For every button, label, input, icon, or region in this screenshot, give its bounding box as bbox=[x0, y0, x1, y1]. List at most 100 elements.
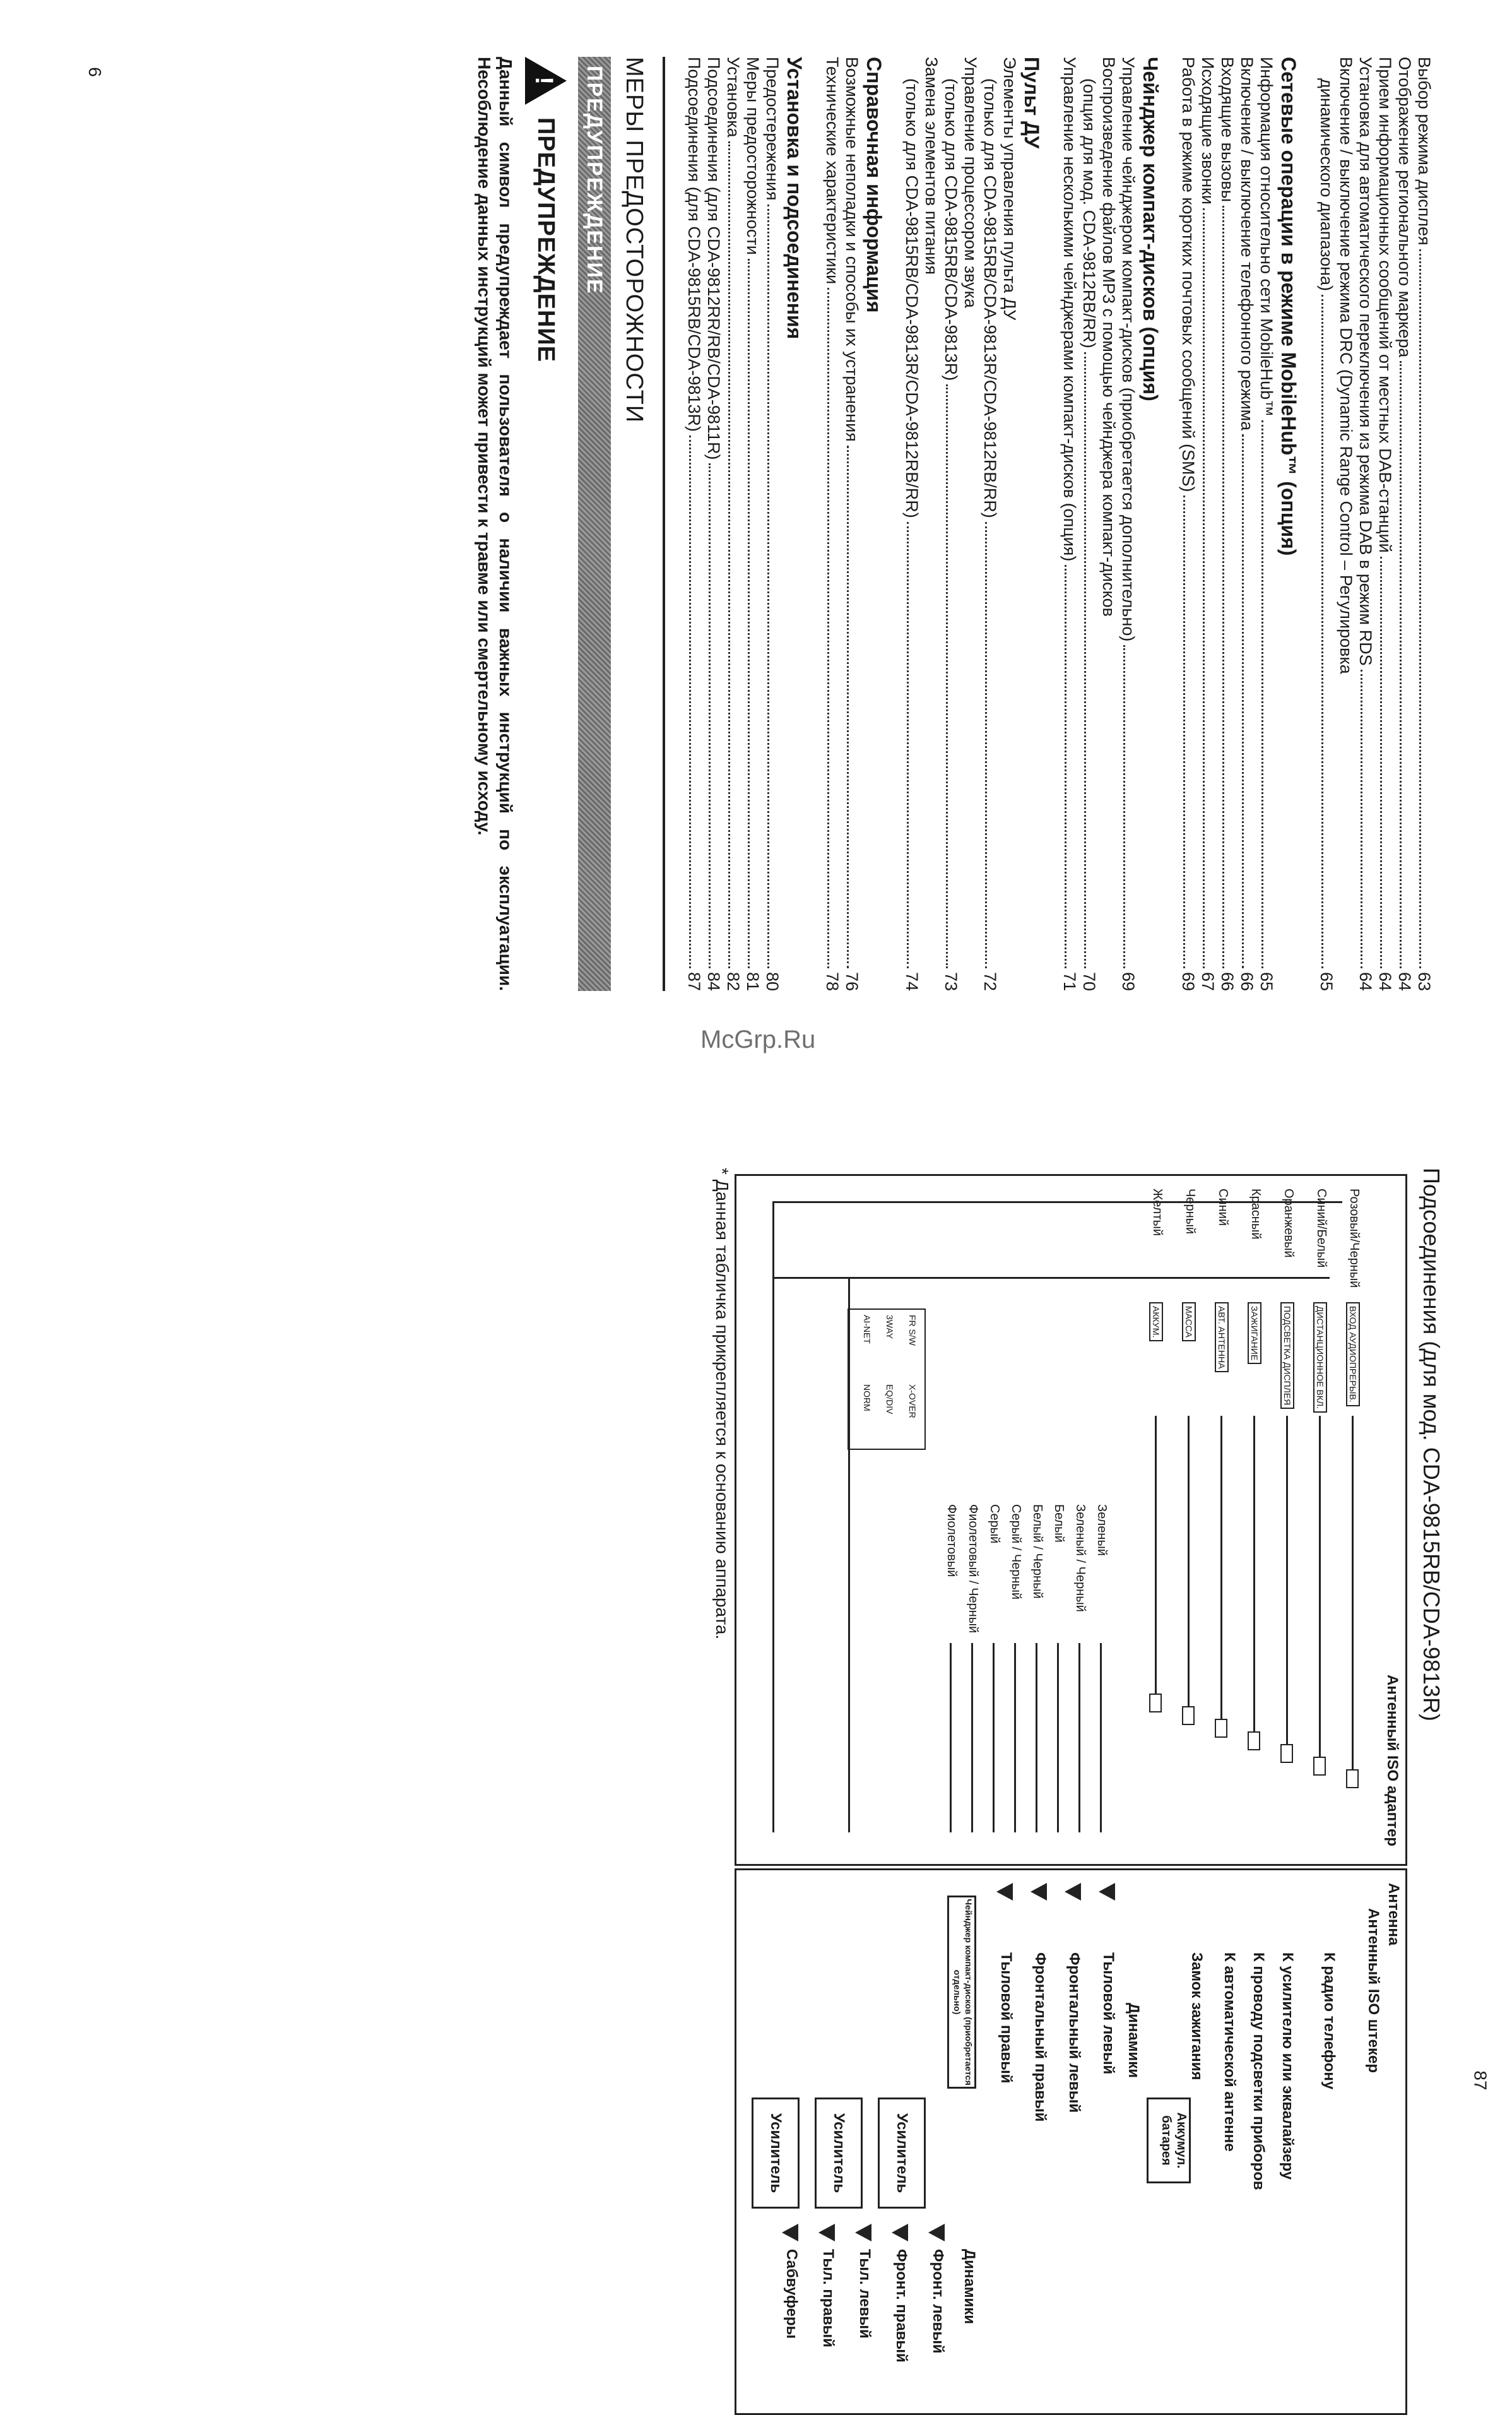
speaker-label: Фронтальный правый bbox=[1032, 1952, 1049, 2122]
toc-entry-page: 70 bbox=[1080, 971, 1099, 991]
warning-header: ПРЕДУПРЕЖДЕНИЕ bbox=[525, 57, 567, 991]
wire-line bbox=[774, 1277, 1330, 1279]
toc-entry: динамического диапазона)65 bbox=[1316, 57, 1336, 991]
speaker-wire-label: Фиолетовый / Черный bbox=[966, 1504, 980, 1634]
wiring-diagram-page: Подсоединения (для мод. CDA-9815RB/CDA-9… bbox=[151, 1168, 1445, 2415]
wire-function-tag: АВТ. АНТЕННА bbox=[1215, 1302, 1229, 1373]
toc-entry-page: 66 bbox=[1237, 971, 1256, 991]
amp-speaker-label: Фронт. правый bbox=[893, 2249, 910, 2363]
toc-entry-page: 78 bbox=[823, 971, 842, 991]
amp-eq-label: К усилителю или эквалайзеру bbox=[1279, 1952, 1296, 2180]
toc-leader-dots bbox=[1400, 361, 1402, 968]
wire-line bbox=[848, 1277, 850, 1832]
wire-line bbox=[1100, 1643, 1102, 1832]
speaker-icon bbox=[928, 2224, 945, 2241]
toc-section-heading: Пульт ДУ bbox=[1020, 57, 1043, 149]
toc-entry: Прием информационных сообщений от местны… bbox=[1375, 57, 1395, 991]
amp-speakers-title: Динамики bbox=[961, 2249, 978, 2324]
toc-entry-title: Исходящие звонки bbox=[1198, 57, 1217, 205]
switch-label: AI-NET bbox=[862, 1315, 872, 1344]
toc-leader-dots bbox=[1321, 295, 1323, 968]
toc-entry-title: Предостережения bbox=[763, 57, 782, 201]
toc-entry: Замена элементов питания bbox=[921, 57, 941, 991]
toc-entry-title: Элементы управления пульта ДУ bbox=[1000, 57, 1019, 321]
toc-entry-page: 64 bbox=[1395, 971, 1414, 991]
toc-entry-title: Установка bbox=[724, 57, 743, 138]
wire-line bbox=[971, 1643, 973, 1832]
toc-entry-title: Установка для автоматического переключен… bbox=[1356, 57, 1375, 666]
toc-sections: Сетевые операции в режиме MobileHub™ (оп… bbox=[684, 57, 1301, 991]
toc-entry: Возможные неполадки и способы их устране… bbox=[842, 57, 861, 991]
toc-entry: Подсоединения (для CDA-9815RB/CDA-9813R)… bbox=[684, 57, 704, 991]
toc-entry-page: 74 bbox=[902, 971, 921, 991]
connector-plug bbox=[1280, 1744, 1293, 1763]
ignition-label: Замок зажигания bbox=[1188, 1952, 1205, 2080]
toc-entry-title: Возможные неполадки и способы их устране… bbox=[842, 57, 861, 442]
toc-leader-dots bbox=[907, 521, 909, 968]
toc-entry: Элементы управления пульта ДУ bbox=[1000, 57, 1019, 991]
toc-leader-dots bbox=[1380, 556, 1382, 968]
wire-line bbox=[993, 1643, 995, 1832]
toc-entry-title: Работа в режиме коротких почтовых сообще… bbox=[1179, 57, 1198, 492]
wire-color-label: Оранжевый bbox=[1282, 1189, 1296, 1258]
diagram-right-frame: Антенна Антенный ISO штекер К радио теле… bbox=[735, 1868, 1407, 2415]
amplifier-box: Усилитель bbox=[752, 2098, 800, 2209]
precautions-title: МЕРЫ ПРЕДОСТОРОЖНОСТИ bbox=[621, 57, 647, 424]
speakers-title: Динамики bbox=[1125, 2003, 1142, 2078]
wire-line bbox=[1014, 1643, 1016, 1832]
toc-leader-dots bbox=[1419, 249, 1421, 968]
toc-entry-title: Прием информационных сообщений от местны… bbox=[1376, 57, 1395, 553]
wire-line bbox=[1319, 1416, 1321, 1757]
speaker-wire-label: Белый bbox=[1052, 1504, 1066, 1543]
toc-entry-title: Воспроизведение файлов MP3 с помощью чей… bbox=[1099, 57, 1118, 617]
toc-entry-title: Выбор режима дисплея bbox=[1415, 57, 1434, 246]
toc-entry: (только для CDA-9815RB/CDA-9813R/CDA-981… bbox=[902, 57, 921, 991]
toc-entry-page: 81 bbox=[743, 971, 762, 991]
speaker-icon bbox=[855, 2224, 871, 2241]
dimmer-label: К проводу подсветки приборов bbox=[1250, 1952, 1267, 2190]
wire-color-label: Черный bbox=[1183, 1189, 1197, 1235]
auto-antenna-label: К автоматической антенне bbox=[1221, 1952, 1238, 2152]
connector-plug bbox=[1215, 1719, 1227, 1738]
toc-entry-title: Подсоединения (для CDA-9812RR/RB/CDA-981… bbox=[704, 57, 723, 460]
toc-leader-dots bbox=[1261, 420, 1263, 968]
toc-leader-dots bbox=[1084, 352, 1086, 968]
toc-leader-dots bbox=[1065, 565, 1066, 968]
toc-entry: Работа в режиме коротких почтовых сообще… bbox=[1178, 57, 1198, 991]
speaker-icon bbox=[782, 2224, 798, 2241]
speaker-label: Тыловой левый bbox=[1100, 1952, 1117, 2075]
wire-function-tag: ВХОД АУДИОПРЕРЫВ. bbox=[1346, 1302, 1360, 1406]
toc-entry-page: 76 bbox=[842, 971, 861, 991]
wire-line bbox=[1352, 1416, 1354, 1769]
toc-entry: Отображение регионального маркера 64 bbox=[1395, 57, 1414, 991]
battery-box: Аккумул. батарея bbox=[1147, 2098, 1191, 2183]
toc-entry-title: Отображение регионального маркера bbox=[1395, 57, 1414, 358]
watermark-text: McGrp.Ru bbox=[700, 1026, 816, 1053]
speaker-wire-label: Зеленый bbox=[1095, 1504, 1109, 1556]
connector-plug bbox=[1346, 1769, 1359, 1788]
speaker-icon bbox=[996, 1883, 1013, 1901]
toc-entry-title: Управление несколькими чейнджерами компа… bbox=[1060, 57, 1079, 562]
toc-entry: Включение / выключение режима DRC (Dynam… bbox=[1336, 57, 1355, 991]
toc-entry: Включение / выключение телефонного режим… bbox=[1237, 57, 1256, 991]
speaker-wire-label: Зеленый / Черный bbox=[1073, 1504, 1087, 1612]
wire-line bbox=[1036, 1643, 1037, 1832]
wire-line bbox=[1078, 1643, 1080, 1832]
toc-entry: Управление чейнджером компакт-дисков (пр… bbox=[1118, 57, 1138, 991]
toc-leader-dots bbox=[1203, 208, 1205, 968]
toc-entry: Управление процессором звука bbox=[960, 57, 980, 991]
toc-entry-page: 64 bbox=[1356, 971, 1375, 991]
toc-section-heading: Установка и подсоединения bbox=[783, 57, 806, 340]
iso-adapter-label: Антенный ISO адаптер bbox=[1384, 1675, 1401, 1847]
wire-function-tag: МАССА bbox=[1182, 1302, 1196, 1341]
cd-changer-box: Чейнджер компакт-дисков (приобретается о… bbox=[947, 1896, 976, 2089]
connector-plug bbox=[1248, 1731, 1260, 1750]
amp-speaker-label: Тыл. правый bbox=[820, 2249, 837, 2347]
wire-line bbox=[1155, 1416, 1157, 1694]
antenna-label: Антенна bbox=[1385, 1883, 1402, 1946]
toc-leader-dots bbox=[847, 445, 849, 968]
